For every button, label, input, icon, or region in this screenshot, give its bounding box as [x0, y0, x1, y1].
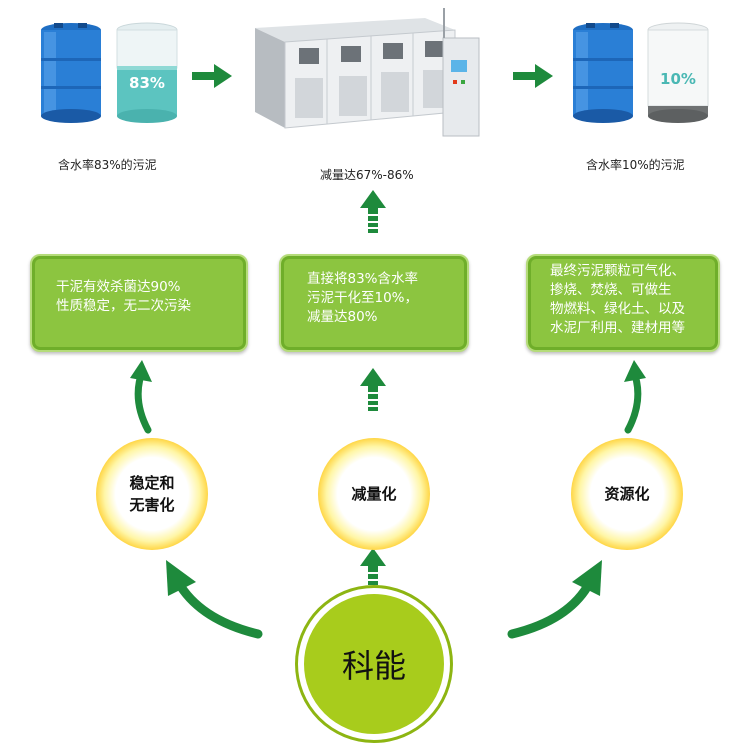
arrow-right-1 — [192, 64, 232, 88]
circle-line: 减量化 — [351, 485, 397, 503]
caption-10-sludge: 含水率10%的污泥 — [586, 158, 685, 172]
drying-machine — [255, 8, 480, 137]
barrel-label-83: 83% — [129, 74, 165, 92]
circle-resource: 资源化 — [571, 438, 683, 550]
arrow-sweep-right — [507, 577, 595, 639]
barrel-blue-left — [41, 23, 101, 123]
box-line: 直接将83%含水率 — [307, 271, 419, 287]
box-resource: 最终污泥颗粒可气化、 掺烧、焚烧、可做生 物燃料、绿化土、以及 水泥厂利用、建材… — [526, 254, 720, 352]
barrel-white-right — [647, 22, 709, 123]
box-line: 性质稳定，无二次污染 — [56, 298, 191, 314]
arrow-sweep-left — [173, 577, 263, 639]
arrow-right-2 — [513, 64, 553, 88]
box-line: 物燃料、绿化土、以及 — [550, 301, 685, 317]
circle-line: 资源化 — [604, 485, 650, 503]
circle-line: 稳定和 — [129, 474, 175, 492]
arrow-up-mid — [360, 368, 386, 411]
arrow-up-top — [360, 190, 386, 233]
circle-line: 无害化 — [129, 496, 175, 514]
caption-83-sludge: 含水率83%的污泥 — [58, 158, 157, 172]
box-line: 减量达80% — [307, 309, 378, 325]
center-label: 科能 — [341, 647, 406, 685]
circle-reduction: 减量化 — [318, 438, 430, 550]
circle-stabilization: 稳定和 无害化 — [96, 438, 208, 550]
box-stabilization: 干泥有效杀菌达90% 性质稳定，无二次污染 — [30, 254, 248, 352]
box-line: 水泥厂利用、建材用等 — [550, 320, 685, 336]
arrow-up-bottom — [360, 548, 386, 585]
box-line: 掺烧、焚烧、可做生 — [550, 282, 672, 298]
box-line: 最终污泥颗粒可气化、 — [550, 263, 685, 279]
barrel-label-10: 10% — [660, 70, 696, 88]
caption-reduction: 减量达67%-86% — [320, 168, 414, 182]
box-line: 干泥有效杀菌达90% — [56, 279, 181, 295]
barrel-teal-left — [116, 22, 178, 123]
center-brand-circle: 科能 — [298, 588, 450, 740]
box-reduction: 直接将83%含水率 污泥干化至10%， 减量达80% — [279, 254, 469, 352]
barrel-blue-right — [573, 23, 633, 123]
box-line: 污泥干化至10%， — [307, 290, 419, 306]
